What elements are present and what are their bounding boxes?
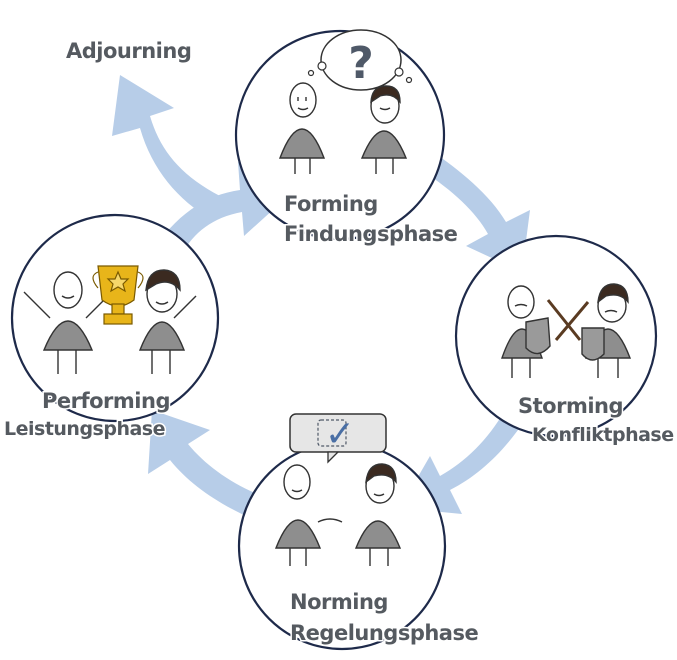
arrow-forming-to-storming [424,150,530,272]
storming-title: Storming [518,394,623,418]
figure-forming-right [360,85,408,174]
forming-circle [234,29,446,241]
adjourning-label: Adjourning [66,39,191,63]
shield-icon [525,317,551,355]
thought-bubble: ? [307,29,413,91]
figure-forming-left [278,82,326,174]
norming-subtitle: Regelungsphase [290,621,478,645]
agreement-bubble: ✓ [289,413,387,464]
question-mark-icon: ? [348,38,374,89]
norming-title: Norming [290,590,388,614]
figure-storming-right [581,283,632,378]
arrow-norming-to-performing [148,410,262,520]
handshake-icon [317,518,343,523]
norming-scene: ✓ [274,413,402,566]
shield-icon [581,327,605,361]
performing-scene [23,265,197,374]
figure-norming-right [354,463,402,566]
crossed-swords-icon [546,299,590,341]
performing-subtitle: Leistungsphase [4,418,165,440]
figure-storming-left [501,285,551,378]
forming-scene: ? [278,29,413,174]
figure-norming-left [274,464,322,566]
figure-performing-right [138,269,197,374]
storming-scene [501,283,632,378]
norming-circle [237,441,447,651]
arrow-storming-to-norming [400,410,525,514]
forming-subtitle: Findungsphase [284,222,458,246]
figure-performing-left [23,271,105,374]
phase-circles [10,29,658,651]
trophy-icon [92,265,144,325]
checkmark-icon: ✓ [325,414,355,455]
performing-title: Performing [42,389,170,413]
forming-title: Forming [284,192,378,216]
storming-subtitle: Konfliktphase [532,424,674,446]
arrow-to-adjourning [112,75,220,220]
